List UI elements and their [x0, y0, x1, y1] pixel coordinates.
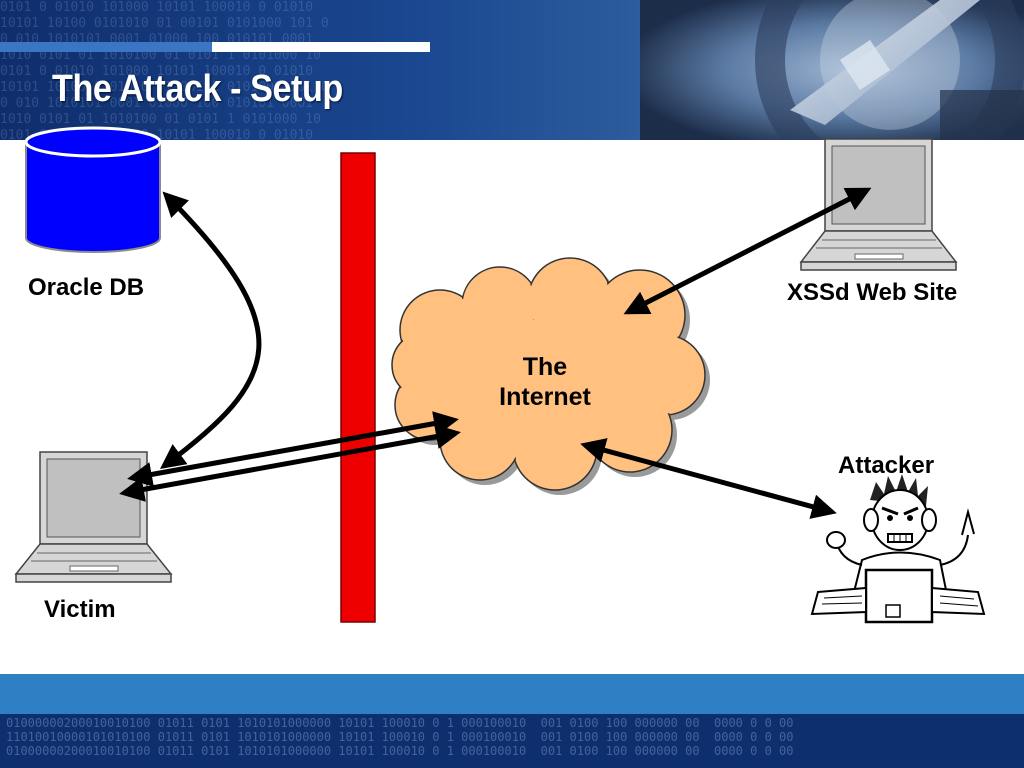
oracle-db-label: Oracle DB — [28, 274, 145, 301]
internet-label-line2: Internet — [499, 383, 591, 411]
footer-band-dark: 01000000200010010100 01011 0101 10101010… — [0, 714, 1024, 768]
connection-arrows — [119, 187, 872, 519]
victim-label: Victim — [44, 596, 116, 623]
xss-website-label: XSSd Web Site — [787, 279, 958, 306]
footer-binary-pattern: 01000000200010010100 01011 0101 10101010… — [6, 716, 794, 758]
victim-laptop-icon — [14, 451, 173, 583]
footer-band-light — [0, 674, 1024, 714]
network-diagram — [14, 126, 986, 624]
victim-internet-arrow-lower — [119, 424, 461, 502]
internet-attacker-arrow — [580, 438, 837, 519]
web-server-laptop-icon — [799, 138, 958, 271]
attacker-label: Attacker — [838, 452, 935, 479]
slide-title: The Attack - Setup — [52, 68, 343, 110]
db-victim-arrow — [159, 191, 262, 469]
internet-label: The Internet — [470, 352, 620, 412]
victim-internet-arrow-upper — [127, 411, 459, 487]
header-accent-bar-blue — [0, 42, 212, 52]
internet-label-line1: The — [522, 353, 568, 381]
internet-cloud-icon — [391, 257, 710, 495]
firewall-bar — [340, 152, 376, 623]
slide-header: 0101 0 01010 101000 10101 100010 0 01010… — [0, 0, 1024, 140]
database-icon — [24, 126, 162, 253]
header-accent-bar — [0, 42, 430, 52]
attacker-hacker-icon — [810, 474, 986, 624]
internet-website-arrow — [623, 187, 872, 315]
key-illustration — [640, 0, 1024, 140]
